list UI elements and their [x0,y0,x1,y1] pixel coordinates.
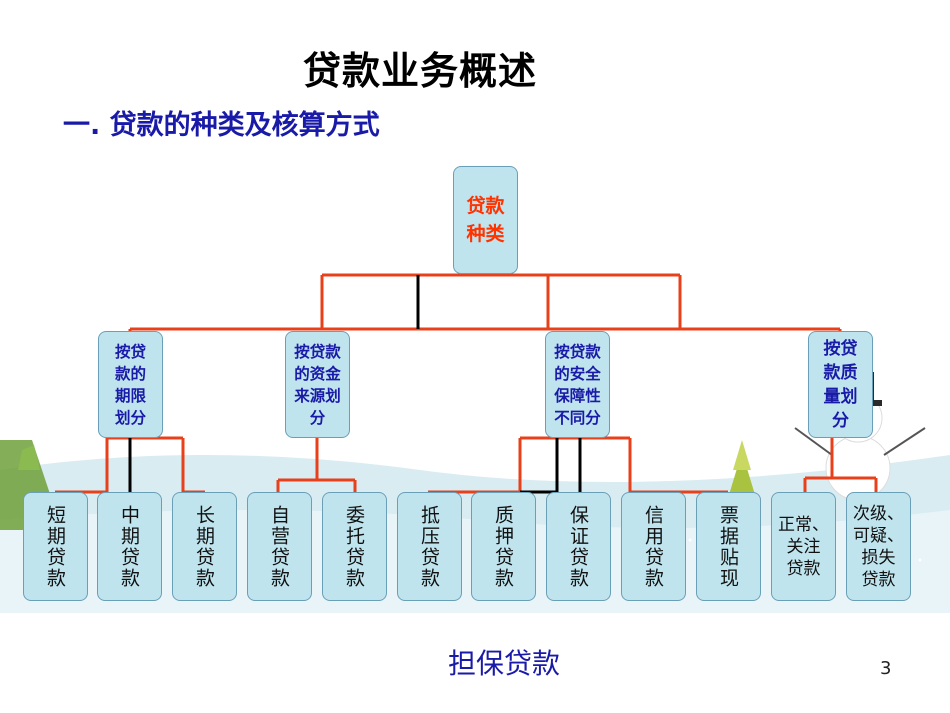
leaf-node: 长期贷款 [172,492,237,601]
leaf-node: 正常、 关注 贷款 [771,492,836,601]
leaf-node: 抵压贷款 [397,492,462,601]
leaf-node: 质押贷款 [471,492,536,601]
leaf-label: 中期贷款 [118,504,140,589]
category-fund-source: 按贷款 的资金 来源划 分 [285,331,350,438]
category-label: 按贷 款的 期限 划分 [114,342,146,427]
page-title: 贷款业务概述 [302,49,537,93]
leaf-label: 委托贷款 [343,504,365,589]
leaf-label: 短期贷款 [44,504,66,589]
section-subtitle: 一. 贷款的种类及核算方式 [63,110,380,141]
leaf-node: 次级、 可疑、 损失 贷款 [846,492,911,601]
category-label: 按贷 款质 量划 分 [823,338,858,431]
leaf-label: 质押贷款 [492,504,514,589]
guarantee-loan-label: 担保贷款 [448,647,561,680]
category-label: 按贷款 的安全 保障性 不同分 [554,342,601,427]
category-term: 按贷 款的 期限 划分 [98,331,163,438]
leaf-node: 中期贷款 [97,492,162,601]
leaf-node: 信用贷款 [621,492,686,601]
root-node: 贷款 种类 [453,166,518,274]
root-label: 贷款 种类 [466,195,505,245]
leaf-label: 长期贷款 [193,504,215,589]
category-label: 按贷款 的资金 来源划 分 [294,342,341,427]
leaf-label: 正常、 关注 贷款 [778,514,829,579]
leaf-node: 保证贷款 [546,492,611,601]
category-quality: 按贷 款质 量划 分 [808,331,873,438]
leaf-label: 自营贷款 [268,504,290,589]
leaf-label: 抵压贷款 [418,504,440,589]
leaf-node: 短期贷款 [23,492,88,601]
leaf-node: 票据贴现 [696,492,761,601]
leaf-label: 信用贷款 [642,504,664,589]
leaf-label: 票据贴现 [717,504,739,589]
page-number: 3 [880,658,892,679]
leaf-node: 自营贷款 [247,492,312,601]
tree-small-icon [728,440,756,498]
leaf-label: 次级、 可疑、 损失 贷款 [853,503,904,590]
category-security: 按贷款 的安全 保障性 不同分 [545,331,610,438]
leaf-node: 委托贷款 [322,492,387,601]
leaf-label: 保证贷款 [567,504,589,589]
